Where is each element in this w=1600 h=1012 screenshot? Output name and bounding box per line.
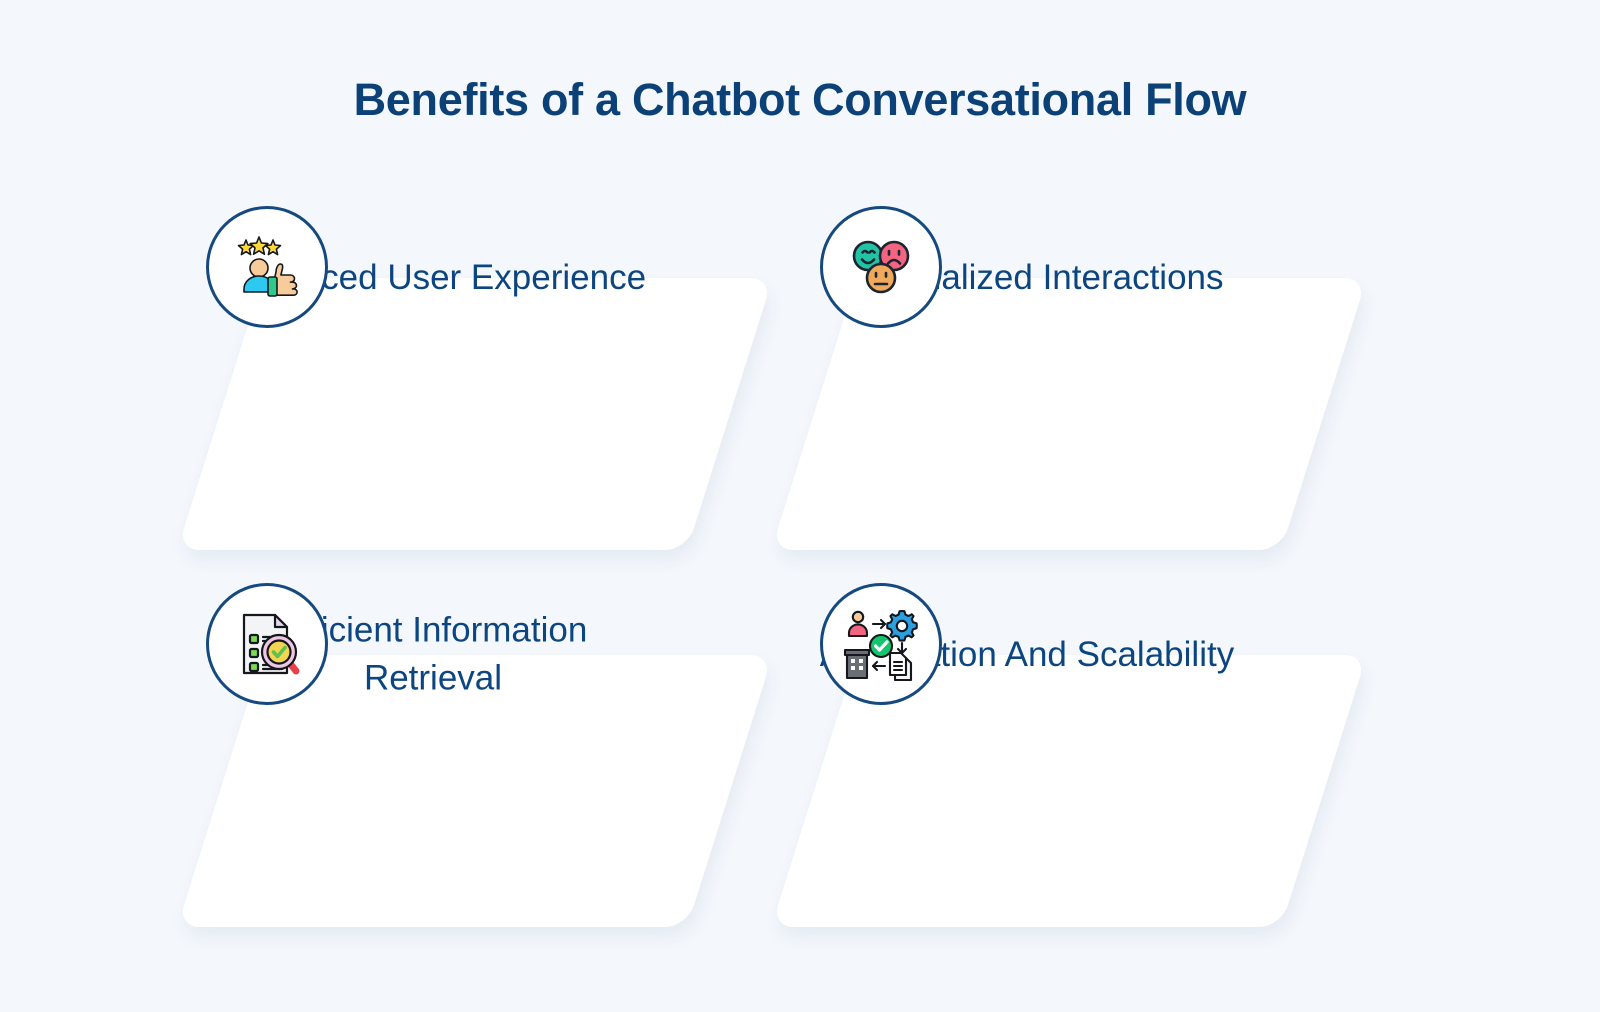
- emoji-feedback-faces-icon: [844, 230, 918, 304]
- badge-circle: [206, 583, 328, 705]
- user-rating-thumbs-up-icon: [228, 228, 306, 306]
- card-label: Efficient Information Retrieval: [278, 610, 588, 698]
- badge-circle: [820, 206, 942, 328]
- document-checklist-magnifier-icon: [230, 607, 304, 681]
- badge-circle: [820, 583, 942, 705]
- page-title: Benefits of a Chatbot Conversational Flo…: [353, 74, 1247, 125]
- automation-workflow-icon: [843, 606, 919, 682]
- badge-circle: [206, 206, 328, 328]
